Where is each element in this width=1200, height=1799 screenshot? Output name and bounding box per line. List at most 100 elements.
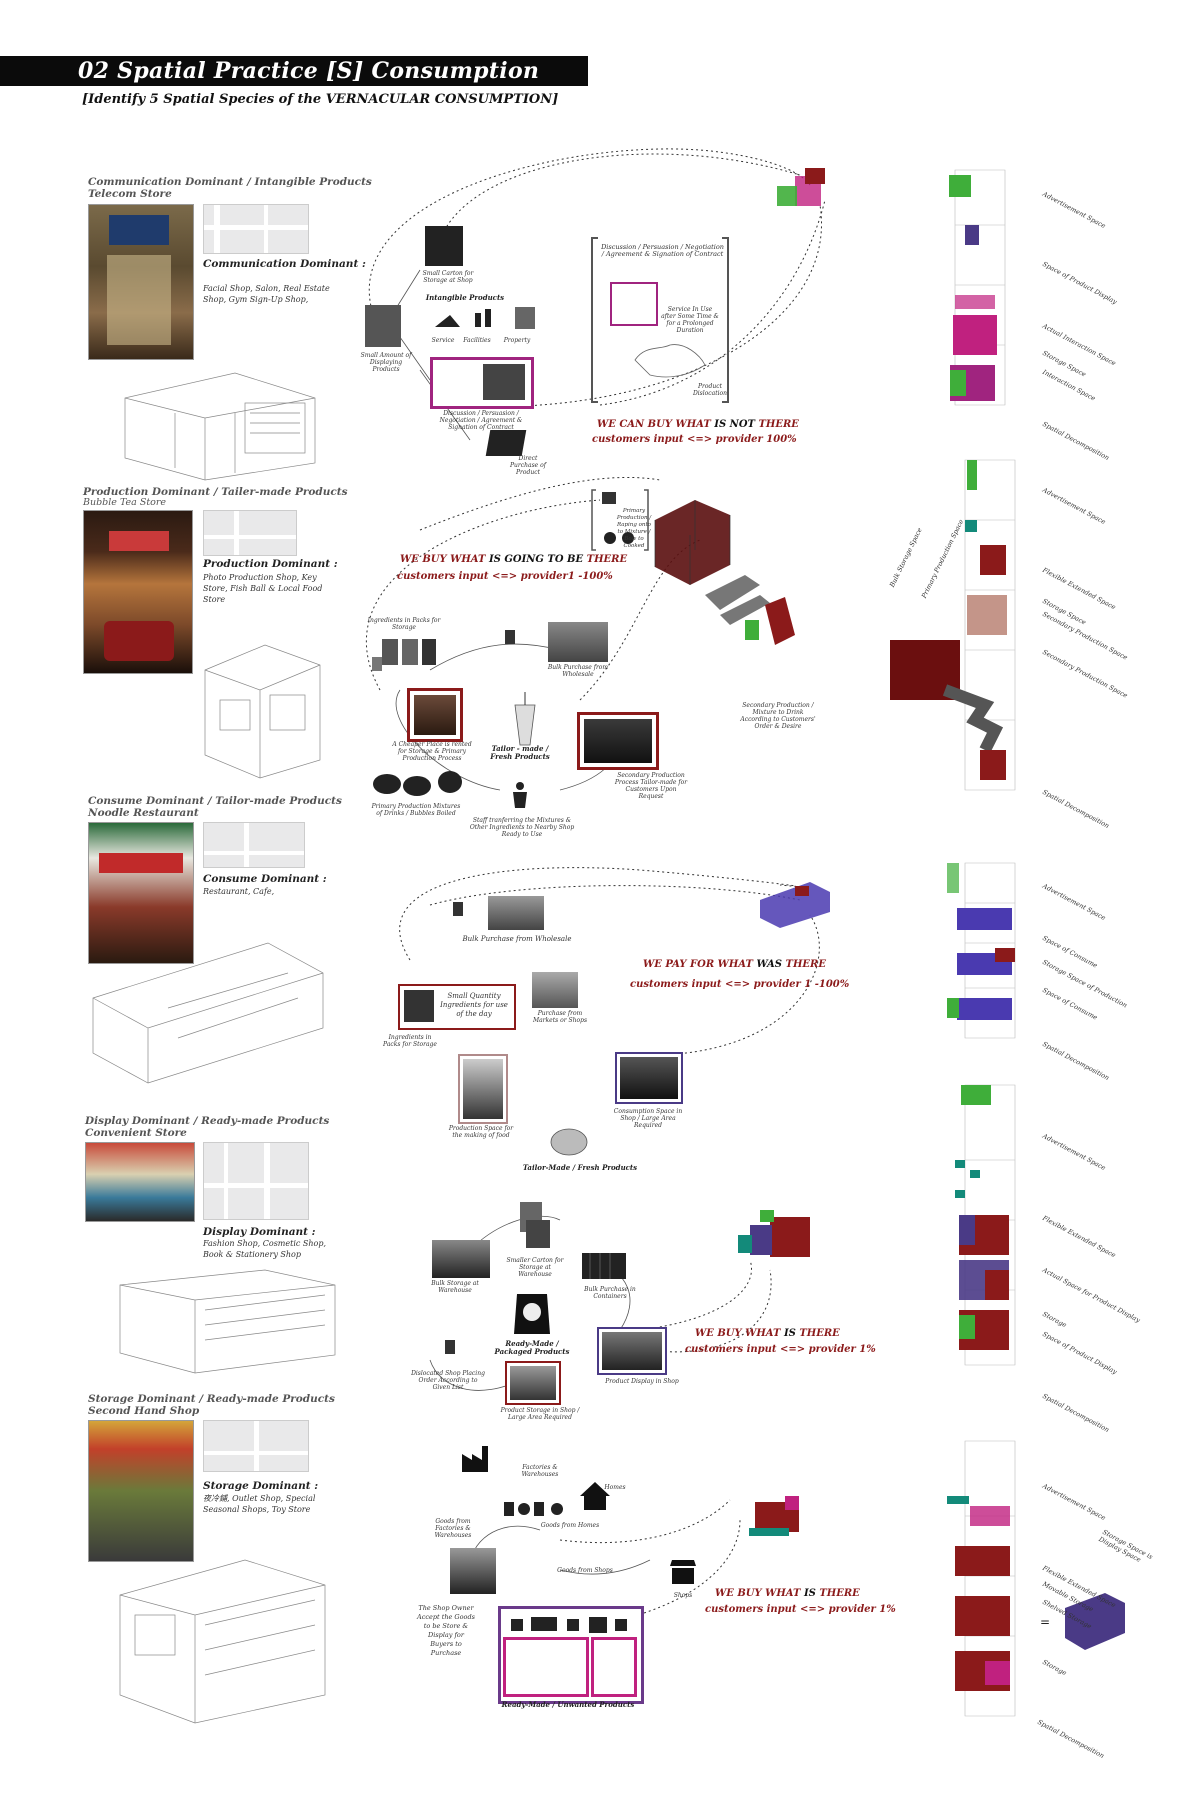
ingredient-cans	[372, 639, 436, 671]
section-2-heading: Production Dominant / Tailer-made Produc…	[83, 486, 348, 498]
pots-icon	[373, 771, 462, 796]
order-icon	[445, 1340, 455, 1354]
location-map	[203, 1420, 309, 1472]
section-1-subheading: Telecom Store	[88, 188, 172, 200]
title-bar	[0, 56, 588, 86]
dominant-desc: 夜冷鋪, Outlet Shop, Special Seasonal Shops…	[203, 1494, 316, 1514]
node-direct-purchase: Direct Purchase of Product	[510, 455, 546, 476]
order-icon	[453, 902, 463, 916]
node-product-storage: Product Storage in Shop / Large Area Req…	[500, 1407, 580, 1421]
quote-3: WE PAY FOR WHAT WAS THERE	[643, 959, 826, 970]
quote-5: WE BUY WHAT IS THERE	[715, 1588, 860, 1599]
node-primary-production: Primary Production / Raping onto to Mixt…	[616, 508, 652, 549]
node-homes: Homes	[604, 1484, 626, 1491]
dominant-desc: Facial Shop, Salon, Real Estate Shop, Gy…	[203, 284, 330, 304]
storage-display-cube	[1065, 1593, 1125, 1650]
axo-stack-3	[947, 862, 1016, 1039]
page-title: 02 Spatial Practice [S] Consumption	[78, 58, 540, 84]
furniture-icons	[511, 1617, 627, 1633]
telecom-axo-drawing	[124, 372, 316, 481]
dominant-title: Communication Dominant :	[203, 258, 366, 270]
product-storage-frame	[505, 1361, 561, 1405]
node-tailor-fresh: Tailor-Made / Fresh Products	[522, 1163, 638, 1172]
dominant-desc: Restaurant, Cafe,	[203, 887, 275, 896]
location-map	[203, 204, 309, 254]
axo-thumb-1	[777, 168, 825, 206]
node-goods-shops: Goods from Shops	[557, 1567, 613, 1574]
second-hand-axo-drawing	[119, 1559, 326, 1724]
axo-thumb-5	[749, 1496, 799, 1536]
quote-2-ratio: customers input <=> provider1 -100%	[397, 571, 613, 582]
node-display: Small Amount of Displaying Products	[360, 352, 412, 373]
dominant-title: Production Dominant :	[203, 558, 338, 570]
quote-2: WE BUY WHAT IS GOING TO BE THERE	[400, 554, 628, 565]
node-small-qty: Small Quantity Ingredients for use of th…	[440, 992, 508, 1018]
store-sign	[109, 215, 169, 245]
node-ready-made: Ready-Made / Packaged Products	[494, 1339, 570, 1356]
consumption-frame	[615, 1052, 683, 1104]
bubble-tea-store-photo	[83, 510, 193, 674]
axo-thumb-3	[760, 882, 830, 928]
node-ingredients: Ingredients in Packs for Storage	[367, 617, 441, 631]
node-cheap-place: A Cheaper Place is rented for Storage & …	[392, 741, 472, 762]
node-facilities: Facilities	[463, 337, 491, 344]
node-dislocation: Product Dislocation	[692, 383, 728, 397]
axo-stack-2	[890, 459, 1016, 791]
chips-bag-icon	[514, 1294, 550, 1334]
display-icon	[365, 305, 401, 347]
unwanted-products-frame	[498, 1606, 644, 1704]
node-product-display: Product Display in Shop	[605, 1378, 679, 1385]
noodle-axo-drawing	[92, 942, 324, 1084]
quote-1-ratio: customers input <=> provider 100%	[592, 434, 797, 445]
section-5-heading: Storage Dominant / Ready-made Products	[88, 1393, 335, 1405]
market-photo	[532, 972, 578, 1008]
node-carton: Small Carton for Storage at Shop	[422, 270, 474, 284]
section-2-subheading: Bubble Tea Store	[83, 497, 167, 508]
axo-thumb-2	[654, 500, 795, 645]
node-small-carton: Smaller Carton for Storage at Warehouse	[506, 1257, 564, 1278]
node-market: Purchase from Markets or Shops	[532, 1010, 588, 1024]
goods-icons	[504, 1502, 563, 1516]
quote-4: WE BUY WHAT IS THERE	[695, 1328, 840, 1339]
section-3-subheading: Noodle Restaurant	[88, 807, 199, 819]
warehouse-photo	[432, 1240, 490, 1278]
node-production-space: Production Space for the making of food	[448, 1125, 514, 1139]
node-secondary-process: Secondary Production Process Tailor-made…	[614, 772, 688, 800]
node-ingredients-packs: Ingredients in Packs for Storage	[383, 1034, 437, 1048]
node-unwanted: Ready-Made / Unwanted Products	[501, 1700, 635, 1709]
order-icon	[505, 630, 515, 644]
warehouse-carton-icon	[520, 1202, 550, 1248]
product-display-frame	[597, 1327, 667, 1375]
node-shop-owner: The Shop Owner Accept the Goods to be St…	[417, 1604, 475, 1657]
box-icon	[485, 430, 527, 456]
node-bulk-containers: Bulk Purchase in Containers	[584, 1286, 636, 1300]
quote-1: WE CAN BUY WHAT IS NOT THERE	[597, 419, 799, 430]
axo-stack-5	[947, 1440, 1016, 1717]
production-frame	[458, 1054, 508, 1124]
node-staff-transfer: Staff tranferring the Mixtures & Other I…	[469, 817, 575, 838]
quote-4-ratio: customers input <=> provider 1%	[685, 1344, 876, 1355]
carton-icon	[425, 226, 463, 266]
node-secondary-mixture: Secondary Production / Mixture to Drink …	[740, 702, 816, 730]
node-bulk-storage: Bulk Storage at Warehouse	[431, 1280, 479, 1294]
section-1-heading: Communication Dominant / Intangible Prod…	[88, 176, 372, 188]
node-service-use: Service In Use after Some Time & for a P…	[661, 306, 719, 334]
second-hand-shop-photo	[88, 1420, 194, 1562]
shop-icon	[670, 1560, 696, 1584]
small-qty-frame	[398, 984, 516, 1030]
section-5-subheading: Second Hand Shop	[88, 1405, 200, 1417]
axo-stack-1	[949, 169, 1006, 406]
node-factories: Factories & Warehouses	[521, 1464, 559, 1478]
node-intangible: Intangible Products	[425, 293, 505, 302]
wholesale-photo	[488, 896, 544, 930]
container-icon	[582, 1253, 626, 1279]
node-bulk-wholesale: Bulk Purchase from Wholesale	[462, 935, 572, 943]
location-map	[203, 510, 297, 556]
quote-5-ratio: customers input <=> provider 1%	[705, 1604, 896, 1615]
dominant-title: Consume Dominant :	[203, 873, 327, 885]
section-4-subheading: Convenient Store	[85, 1127, 187, 1139]
tailor-cup-icon	[514, 692, 536, 746]
dominant-title: Display Dominant :	[203, 1226, 316, 1238]
axo-thumb-4	[738, 1210, 810, 1257]
page-subtitle: [Identify 5 Spatial Species of the VERNA…	[82, 92, 559, 107]
